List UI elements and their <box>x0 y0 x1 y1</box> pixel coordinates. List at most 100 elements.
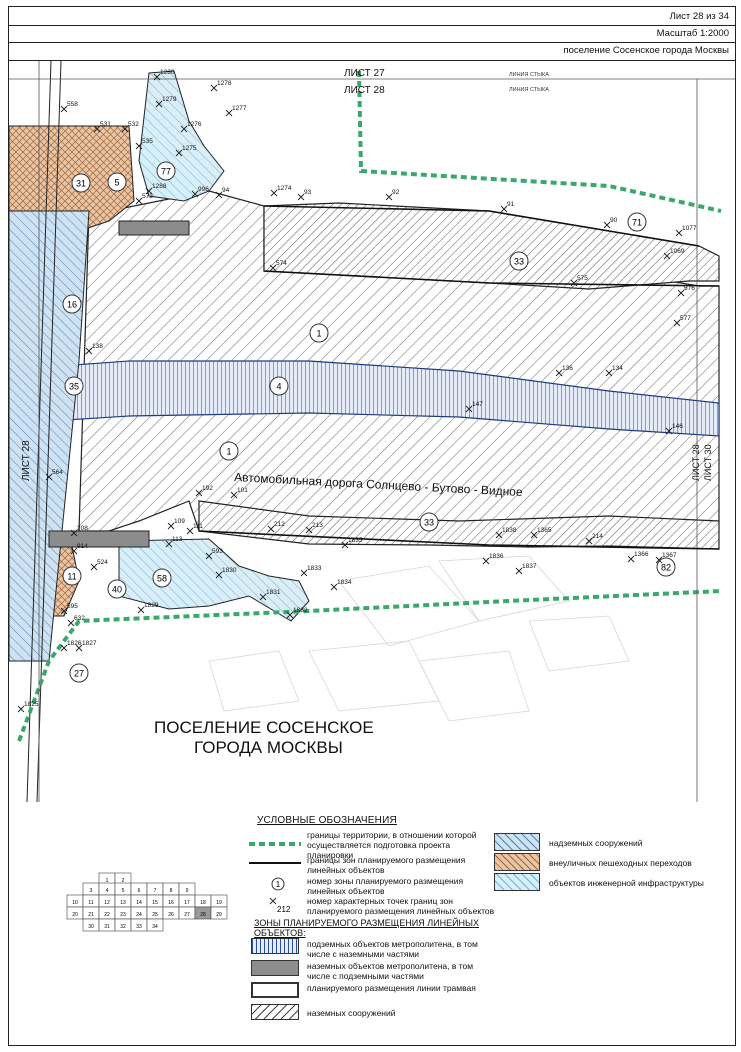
zone-4-metro <box>18 360 720 437</box>
point-number: 535 <box>142 138 153 145</box>
index-cell-label: 9 <box>186 888 189 894</box>
zone-number-circle <box>419 512 439 532</box>
zone-number-circle <box>509 251 529 271</box>
zone-number: 33 <box>424 518 434 528</box>
index-cell-label: 33 <box>136 924 142 930</box>
point-number: 101 <box>237 487 248 494</box>
index-cell-label: 30 <box>88 924 94 930</box>
zone-number-circle <box>62 294 82 314</box>
point-marker <box>515 567 523 575</box>
point-number: 1077 <box>682 225 697 232</box>
index-cell-label: 15 <box>152 900 158 906</box>
index-cell-label: 8 <box>170 888 173 894</box>
zone-number: 58 <box>157 574 167 584</box>
zone-number-circle <box>309 323 329 343</box>
point-marker <box>300 569 308 577</box>
point-marker <box>500 205 508 213</box>
zone-number: 16 <box>67 300 77 310</box>
map-scale: Масштаб 1:2000 <box>656 28 729 39</box>
point-marker <box>215 571 223 579</box>
point-marker <box>210 84 218 92</box>
point-number: 574 <box>276 260 287 267</box>
point-marker <box>297 193 305 201</box>
index-cell-label: 29 <box>216 912 222 918</box>
legend-engineering-swatch <box>494 873 540 891</box>
index-cell-label: 19 <box>216 900 222 906</box>
point-marker <box>259 593 267 601</box>
point-number: 111 <box>193 523 203 530</box>
header-divider <box>8 42 736 43</box>
point-number: 1288 <box>152 183 167 190</box>
zone-number: 1 <box>316 329 321 339</box>
point-number: 92 <box>392 189 400 196</box>
point-marker <box>330 583 338 591</box>
point-marker <box>225 109 233 117</box>
zone-number-circle <box>64 376 84 396</box>
point-number: 113 <box>172 536 183 543</box>
sheet-join-label: ЛИНИЯ СТЫКА <box>509 72 549 78</box>
place-label-line1: ПОСЕЛЕНИЕ СОСЕНСКОЕ <box>154 718 374 737</box>
point-marker <box>605 369 613 377</box>
point-number: 146 <box>672 423 683 430</box>
legend-boundary-swatch <box>249 842 301 846</box>
point-number: 1835 <box>348 537 363 544</box>
index-cell-label: 6 <box>138 888 141 894</box>
point-number: 914 <box>77 543 88 550</box>
index-cell <box>210 906 228 920</box>
index-cell-label: 26 <box>168 912 174 918</box>
point-marker <box>663 252 671 260</box>
point-marker <box>603 221 611 229</box>
point-marker <box>153 73 161 81</box>
legend-point-number: 212 <box>277 905 291 914</box>
zone-number: 40 <box>112 585 122 595</box>
point-number: 91 <box>507 201 515 208</box>
point-marker <box>60 105 68 113</box>
point-number: 147 <box>472 401 483 408</box>
point-number: 90 <box>610 217 618 224</box>
legend-title: УСЛОВНЫЕ ОБОЗНАЧЕНИЯ <box>257 815 397 826</box>
index-cell-label: 25 <box>152 912 158 918</box>
point-number: 1280 <box>160 69 175 76</box>
legend-tram-swatch <box>251 982 299 998</box>
point-marker <box>267 525 275 533</box>
legend-zone-line-text: границы зон планируемого размещения лине… <box>307 855 466 875</box>
zone-number: 4 <box>276 382 281 392</box>
legend-point-swatch: 212 <box>269 897 291 914</box>
legend-metro-underground-text: подземных объектов метрополитена, в том … <box>307 939 478 959</box>
legend-metro-surface-swatch <box>251 960 299 976</box>
point-number: 1276 <box>187 121 202 128</box>
index-cell <box>146 918 164 932</box>
point-marker <box>60 644 68 652</box>
zone-number: 33 <box>514 257 524 267</box>
index-cell-label: 22 <box>104 912 110 918</box>
point-marker <box>341 541 349 549</box>
zone-metro-surface <box>118 220 190 236</box>
point-number: 1831 <box>266 589 281 596</box>
point-number: 214 <box>592 533 603 540</box>
point-number: 208 <box>77 525 88 532</box>
point-number: 1277 <box>232 105 247 112</box>
point-marker <box>135 142 143 150</box>
index-cell-label: 21 <box>88 912 94 918</box>
point-marker <box>286 611 294 619</box>
point-marker <box>677 289 685 297</box>
point-marker <box>675 229 683 237</box>
point-marker <box>60 607 68 615</box>
point-marker <box>175 149 183 157</box>
point-number: 136 <box>562 365 573 372</box>
sheet-label-right-b: ЛИСТ 30 <box>703 444 713 481</box>
header-divider <box>8 25 736 26</box>
point-marker <box>555 369 563 377</box>
point-number: 1275 <box>182 145 197 152</box>
point-marker <box>17 705 25 713</box>
zone-number-circle <box>107 172 127 192</box>
zone-number: 77 <box>161 167 171 177</box>
sheet-label-right-a: ЛИСТ 28 <box>691 444 701 481</box>
index-cell-label: 5 <box>122 888 125 894</box>
point-number: 996 <box>198 186 209 193</box>
legend-zones-title: ЗОНЫ ПЛАНИРУЕМОГО РАЗМЕЩЕНИЯ ЛИНЕЙНЫХ ОБ… <box>254 918 480 938</box>
point-marker <box>135 197 143 205</box>
index-cell-label: 3 <box>90 888 93 894</box>
